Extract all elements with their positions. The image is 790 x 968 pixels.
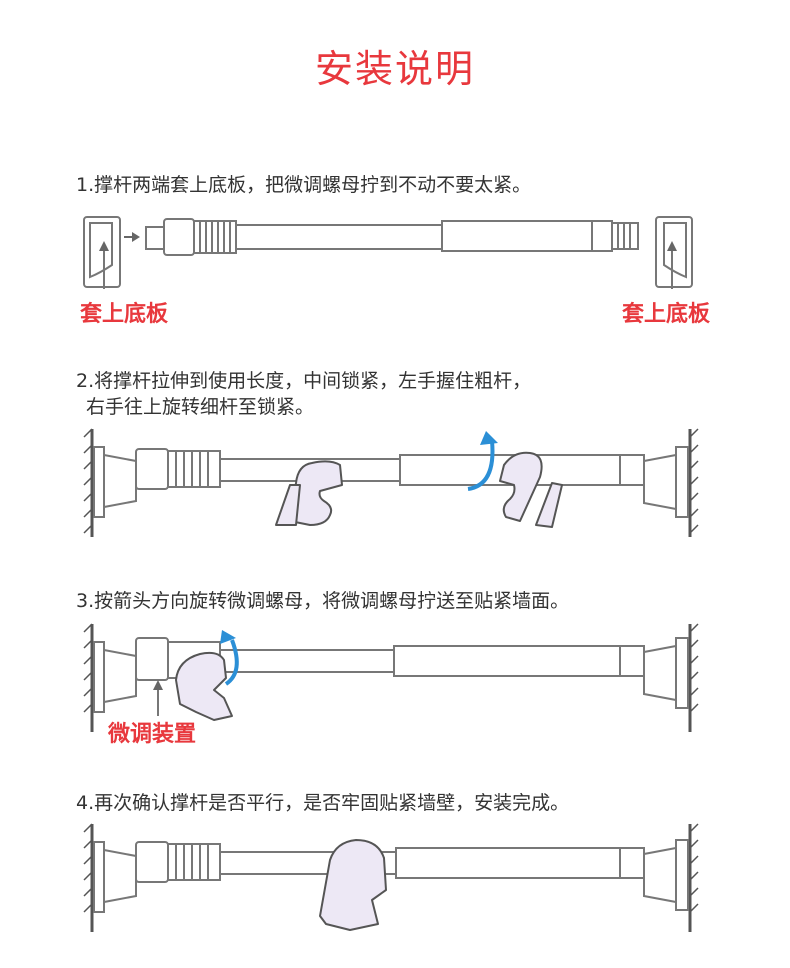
fine-tune-label: 微调装置 <box>108 722 197 747</box>
left-hand <box>275 460 343 526</box>
left-base-plate <box>83 216 121 289</box>
rotate-arrow-icon <box>220 630 239 686</box>
fine-tune-pointer-icon <box>153 680 163 716</box>
page-title: 安装说明 <box>314 47 475 91</box>
right-base-plate <box>655 216 693 289</box>
turning-hand <box>175 651 233 721</box>
step-1-diagram <box>83 216 693 289</box>
right-wall <box>688 823 699 932</box>
step-2-text-line1: 2.将撑杆拉伸到使用长度，中间锁紧，左手握住粗杆， <box>76 370 532 392</box>
left-wall <box>83 823 94 932</box>
step-2-text-line2: 右手往上旋转细杆至锁紧。 <box>86 396 315 418</box>
right-wall <box>688 428 699 537</box>
step-4-diagram <box>83 823 699 932</box>
step-3-text: 3.按箭头方向旋转微调螺母，将微调螺母拧送至贴紧墙面。 <box>76 590 570 612</box>
telescopic-rod <box>145 218 639 256</box>
right-wall <box>688 623 699 732</box>
base-plate-label-left: 套上底板 <box>80 302 169 327</box>
rotate-arrow-icon <box>467 431 498 491</box>
installed-rod <box>93 839 689 913</box>
step-3-diagram <box>83 623 699 732</box>
insert-arrow-icon <box>124 232 140 242</box>
left-wall <box>83 623 94 732</box>
step-1-text: 1.撑杆两端套上底板，把微调螺母拧到不动不要太紧。 <box>76 174 532 196</box>
installed-rod <box>93 446 689 518</box>
right-hand <box>499 451 563 528</box>
base-plate-label-right: 套上底板 <box>622 302 711 327</box>
step-2-diagram <box>83 428 699 537</box>
step-4-text: 4.再次确认撑杆是否平行，是否牢固贴紧墙壁，安装完成。 <box>76 792 570 814</box>
hand <box>319 839 387 931</box>
left-wall <box>83 428 94 537</box>
